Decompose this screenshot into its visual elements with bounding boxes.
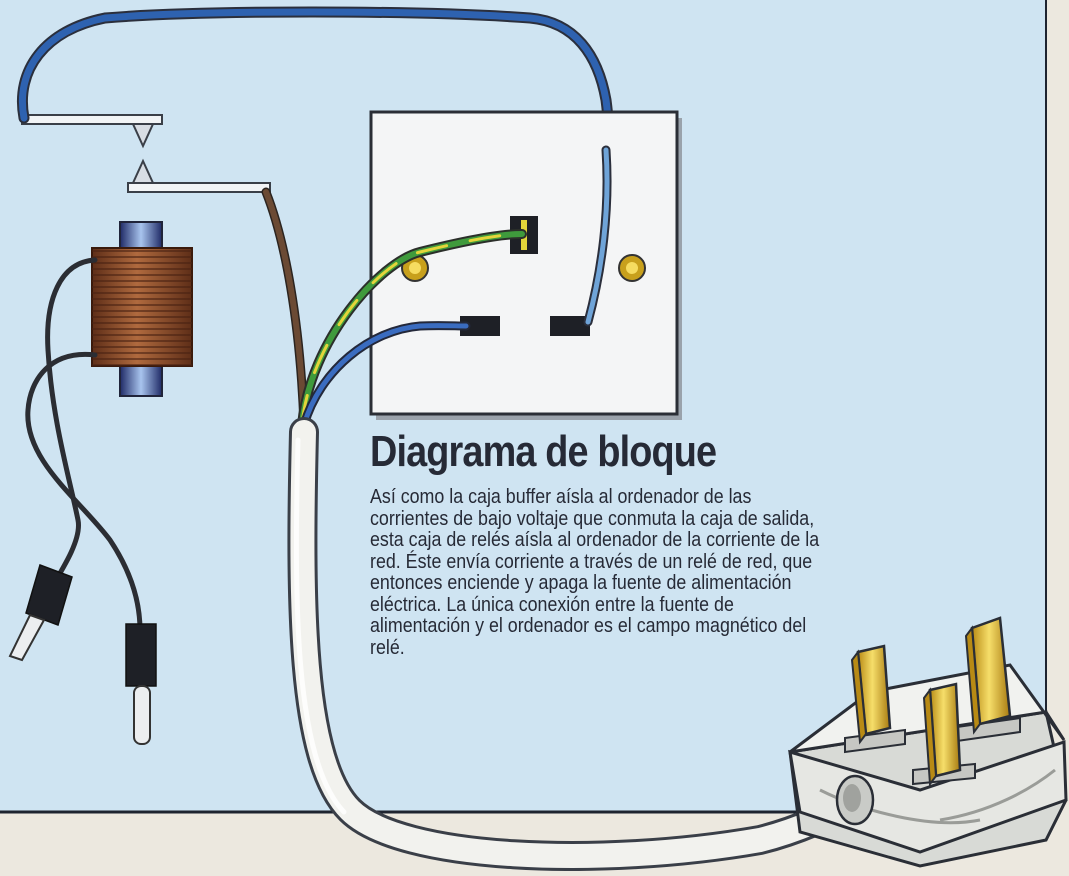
upper-contact-arm: [21, 114, 163, 125]
neutral-pin-hole: [460, 316, 500, 336]
caption-heading: Diagrama de bloque: [370, 427, 717, 476]
test-probe-left: [8, 564, 73, 662]
three-pin-plug: [788, 616, 1068, 868]
relay-coil: [91, 221, 193, 397]
upper-contact-point: [131, 123, 155, 149]
test-probe-right: [125, 623, 157, 745]
live-pin-hole: [550, 316, 590, 336]
lower-contact-arm: [127, 182, 271, 193]
caption-body: Así como la caja buffer aísla al ordenad…: [370, 485, 820, 659]
wall-socket: [369, 110, 682, 420]
test-leads: [8, 257, 157, 745]
plug-pin-neutral: [922, 682, 962, 787]
plug-pin-earth: [964, 616, 1012, 735]
plug-pin-live: [850, 644, 892, 745]
caption-block: Diagrama de bloque Así como la caja buff…: [370, 428, 840, 658]
